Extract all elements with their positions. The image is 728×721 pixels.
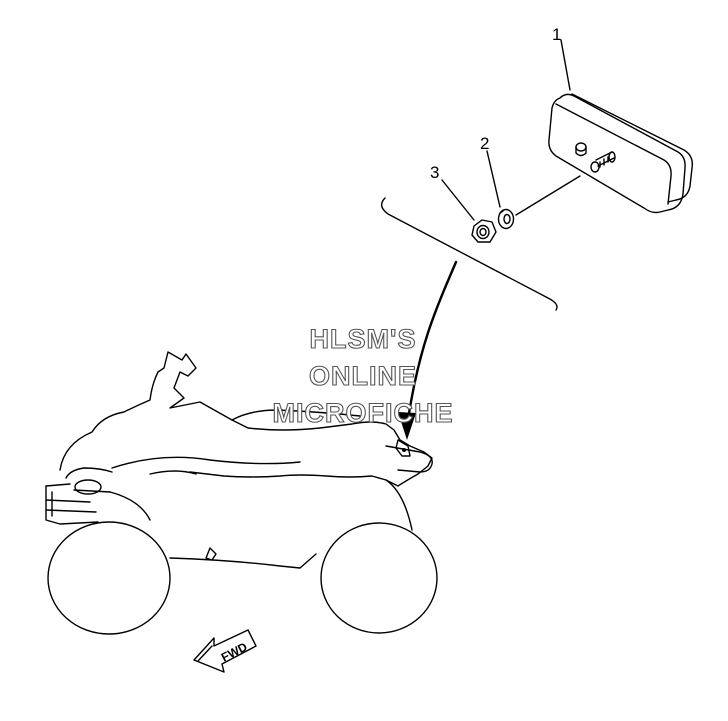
callout-leader-3 [441, 179, 475, 221]
callout-number-2: 2 [480, 134, 489, 153]
callout-number-1: 1 [552, 25, 561, 44]
nut [471, 219, 497, 243]
forward-direction-arrow: FWD [193, 629, 257, 673]
detail-arrow-head [398, 412, 416, 440]
lock-washer [497, 208, 515, 230]
detail-arrow-line [406, 260, 458, 422]
callout-leader-2 [486, 150, 501, 208]
assembly-line [515, 175, 581, 216]
detail-bracket [380, 197, 558, 311]
fwd-label: FWD [219, 640, 250, 665]
watermark-line-1: HLSM'S [310, 324, 417, 354]
atv-silhouette [45, 351, 438, 635]
watermark-line-3: MICROFICHE [273, 398, 454, 428]
tail-light-assembly [548, 93, 694, 214]
callout-number-3: 3 [430, 163, 439, 182]
callout-leader-1 [560, 39, 571, 91]
watermark: HLSM'S ONLINE MICROFICHE [272, 323, 454, 428]
watermark-line-2: ONLINE [309, 361, 417, 391]
